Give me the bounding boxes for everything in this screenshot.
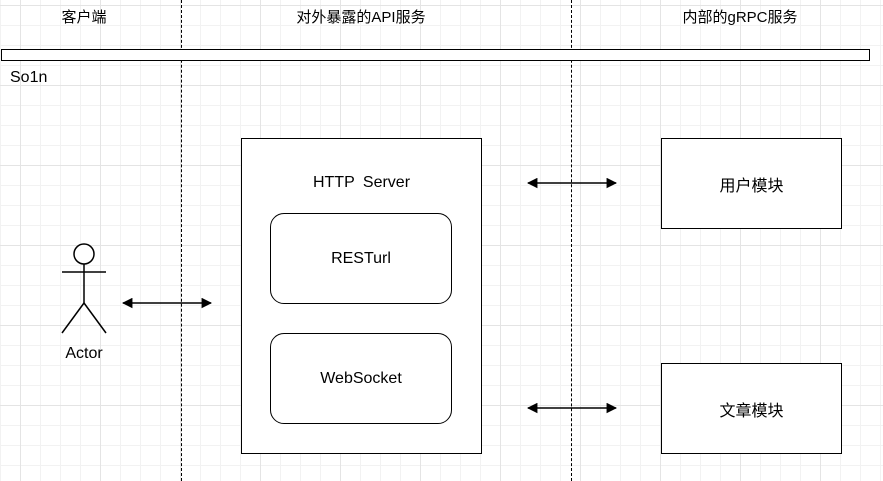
http-server-title: HTTP Server <box>312 174 411 191</box>
user-module-box[interactable]: 用户模块 <box>661 138 842 229</box>
user-module-label: 用户模块 <box>719 177 784 195</box>
pool-header-bar[interactable] <box>1 49 870 61</box>
lane-title-grpc: 内部的gRPC服务 <box>682 9 798 26</box>
lane-title-client: 客户端 <box>61 9 107 26</box>
pool-label: So1n <box>10 69 48 86</box>
lane-divider-left <box>181 0 182 481</box>
websocket-box[interactable]: WebSocket <box>270 333 452 424</box>
resturl-label: RESTurl <box>331 249 391 267</box>
resturl-box[interactable]: RESTurl <box>270 213 452 304</box>
lane-divider-right <box>571 0 572 481</box>
article-module-box[interactable]: 文章模块 <box>661 363 842 454</box>
actor-label: Actor <box>65 345 103 362</box>
websocket-label: WebSocket <box>320 369 402 387</box>
article-module-label: 文章模块 <box>719 402 784 420</box>
lane-title-api: 对外暴露的API服务 <box>296 9 426 26</box>
